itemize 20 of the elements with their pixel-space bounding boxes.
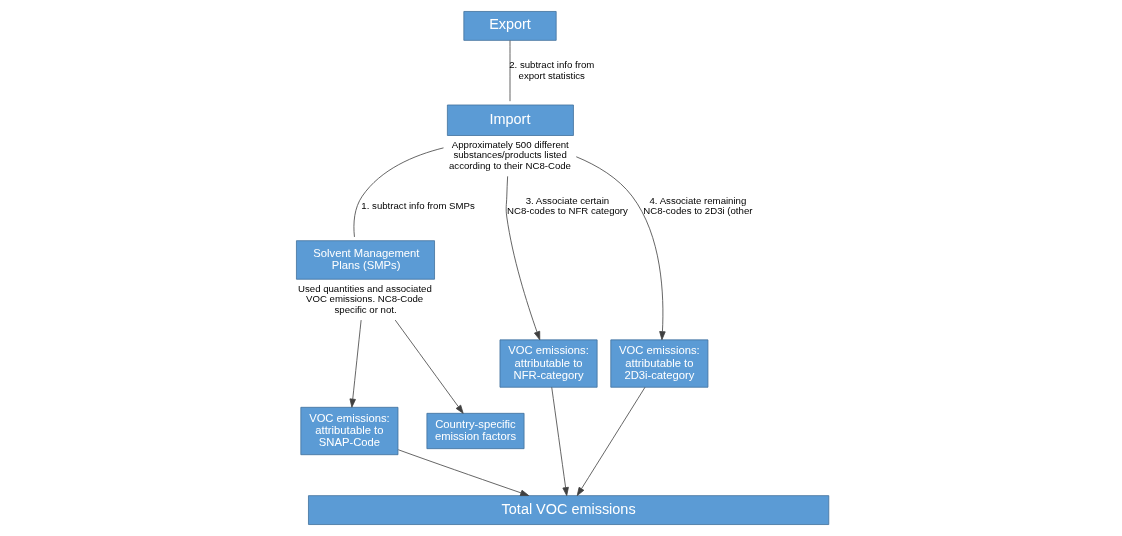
arrow: [575, 156, 666, 341]
connector: [353, 147, 444, 238]
edge-label: 2. subtract info from export statistics: [509, 59, 595, 81]
node-box: VOC emissions: attributable to 2D3i-category: [610, 339, 709, 388]
arrow: [397, 449, 530, 496]
arrow: [505, 175, 541, 341]
edge-label: 1. subtract info from SMPs: [361, 200, 475, 212]
node-box: Export: [463, 11, 557, 41]
arrow: [349, 319, 362, 408]
node-box: VOC emissions: attributable to SNAP-Code: [300, 406, 399, 456]
edge-label: 3. Associate certain NC8-codes to NFR category: [506, 194, 628, 217]
node-box: Country-specific emission factors: [426, 412, 525, 450]
node-box: Total VOC emissions: [308, 495, 830, 525]
node-label: Used quantities and associated VOC emissions. NC8-Code specific or not.: [298, 282, 432, 315]
node-label: Approximately 500 different substances/products listed according to their NC8-Code: [448, 139, 571, 171]
arrow: [394, 319, 464, 414]
arrow: [576, 386, 646, 496]
node-box: VOC emissions: attributable to NFR-category: [499, 339, 598, 388]
edge-label: 4. Associate remaining NC8-codes to 2D3i (other: [643, 194, 753, 217]
arrow: [551, 386, 569, 496]
